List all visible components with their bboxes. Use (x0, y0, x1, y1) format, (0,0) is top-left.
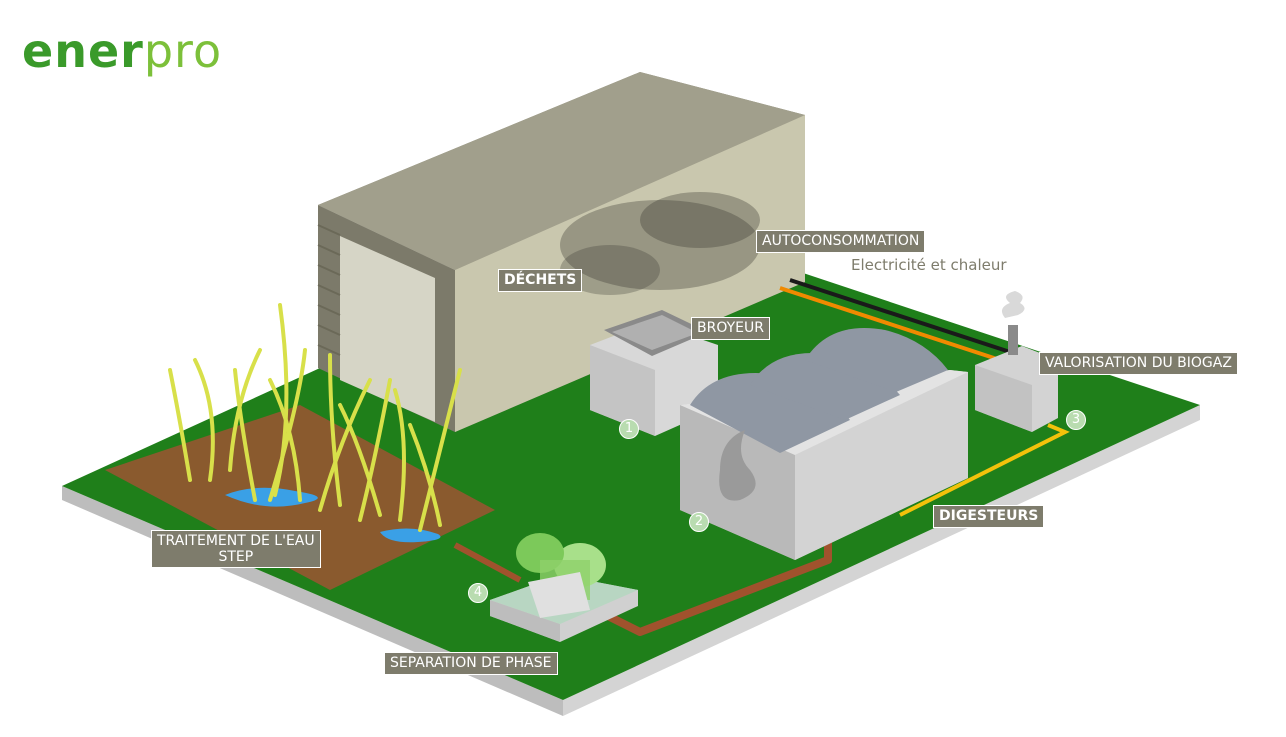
step-number-4: 4 (468, 583, 488, 603)
reeds (168, 303, 462, 532)
brown-pipe (598, 530, 832, 636)
logo-part-1: ener (22, 24, 144, 78)
label-traitement-line2: STEP (218, 549, 254, 565)
biogas-unit (975, 291, 1058, 432)
step-number-3: 3 (1066, 410, 1086, 430)
label-digesteurs: DIGESTEURS (934, 506, 1044, 527)
label-separation-phase: SEPARATION DE PHASE (385, 653, 557, 674)
label-autoconsommation-sub: Electricité et chaleur (851, 256, 1007, 274)
water-pond-2 (380, 528, 441, 543)
brown-pipe-2 (453, 542, 522, 583)
step-number-1: 1 (619, 419, 639, 439)
waste-pile (560, 192, 760, 295)
label-traitement-eau: TRAITEMENT DE L'EAU STEP (152, 531, 320, 567)
pipes (453, 278, 1070, 636)
phase-separator (490, 533, 638, 642)
orange-pipe (779, 286, 1001, 362)
label-valorisation-biogaz: VALORISATION DU BIOGAZ (1040, 353, 1237, 374)
label-autoconsommation: AUTOCONSOMMATION (757, 231, 925, 252)
yellow-pipe (899, 423, 1070, 517)
label-traitement-line1: TRAITEMENT DE L'EAU (157, 533, 315, 549)
logo-part-2: pro (143, 24, 223, 78)
digester-tanks (680, 328, 968, 560)
step-number-2: 2 (689, 512, 709, 532)
label-dechets: DÉCHETS (499, 270, 582, 291)
label-broyeur: BROYEUR (692, 318, 769, 339)
waste-shed (317, 72, 805, 432)
enerpro-logo: enerpro (22, 28, 222, 74)
black-pipe (789, 278, 1011, 354)
